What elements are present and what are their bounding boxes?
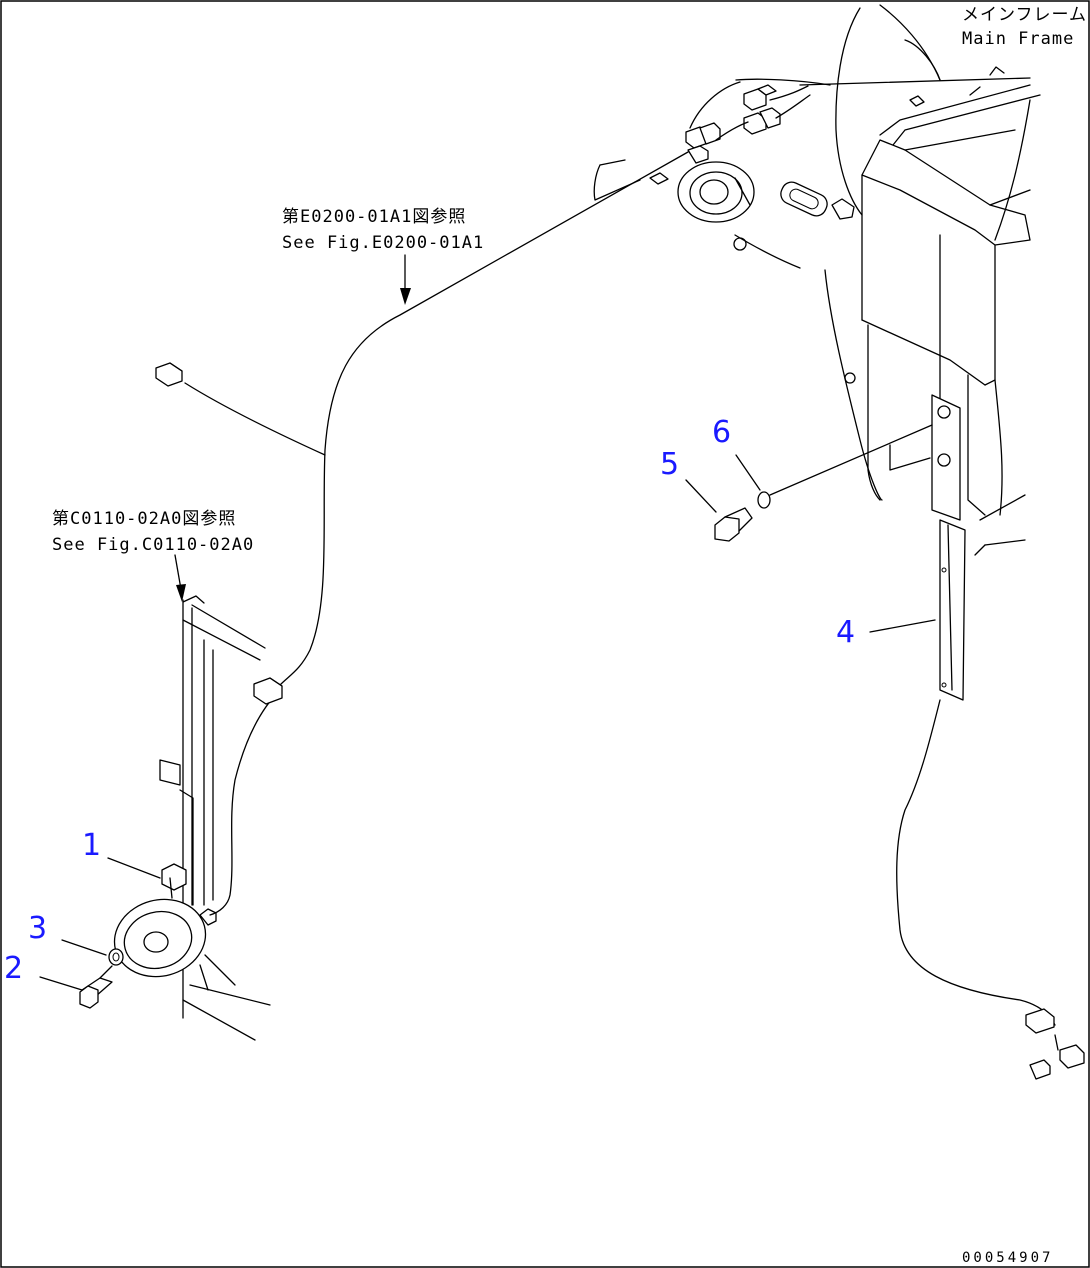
drawing-code: 00054907 [962, 1250, 1053, 1266]
ref-label-2-jp: 第C0110-02A0図参照 [52, 509, 236, 529]
wiring-harness [155, 151, 689, 916]
ref-label-1-en: See Fig.E0200-01A1 [282, 233, 484, 253]
right-bracket-assembly [714, 394, 1085, 1080]
main-frame-label-jp: メインフレーム [962, 5, 1087, 25]
callout-3: 3 [28, 911, 47, 946]
callout-2: 2 [4, 951, 23, 986]
horn-mounting-structure [79, 595, 271, 1041]
leader-lines [39, 254, 936, 991]
upper-connectors [685, 84, 811, 164]
ref-label-1-jp: 第E0200-01A1図参照 [282, 207, 466, 227]
callout-5: 5 [660, 447, 679, 482]
main-frame-label-en: Main Frame [962, 29, 1074, 49]
main-frame [593, 4, 1041, 556]
callout-4: 4 [836, 615, 855, 650]
callout-1: 1 [82, 828, 101, 863]
callout-6: 6 [712, 415, 731, 450]
ref-label-2-en: See Fig.C0110-02A0 [52, 535, 254, 555]
